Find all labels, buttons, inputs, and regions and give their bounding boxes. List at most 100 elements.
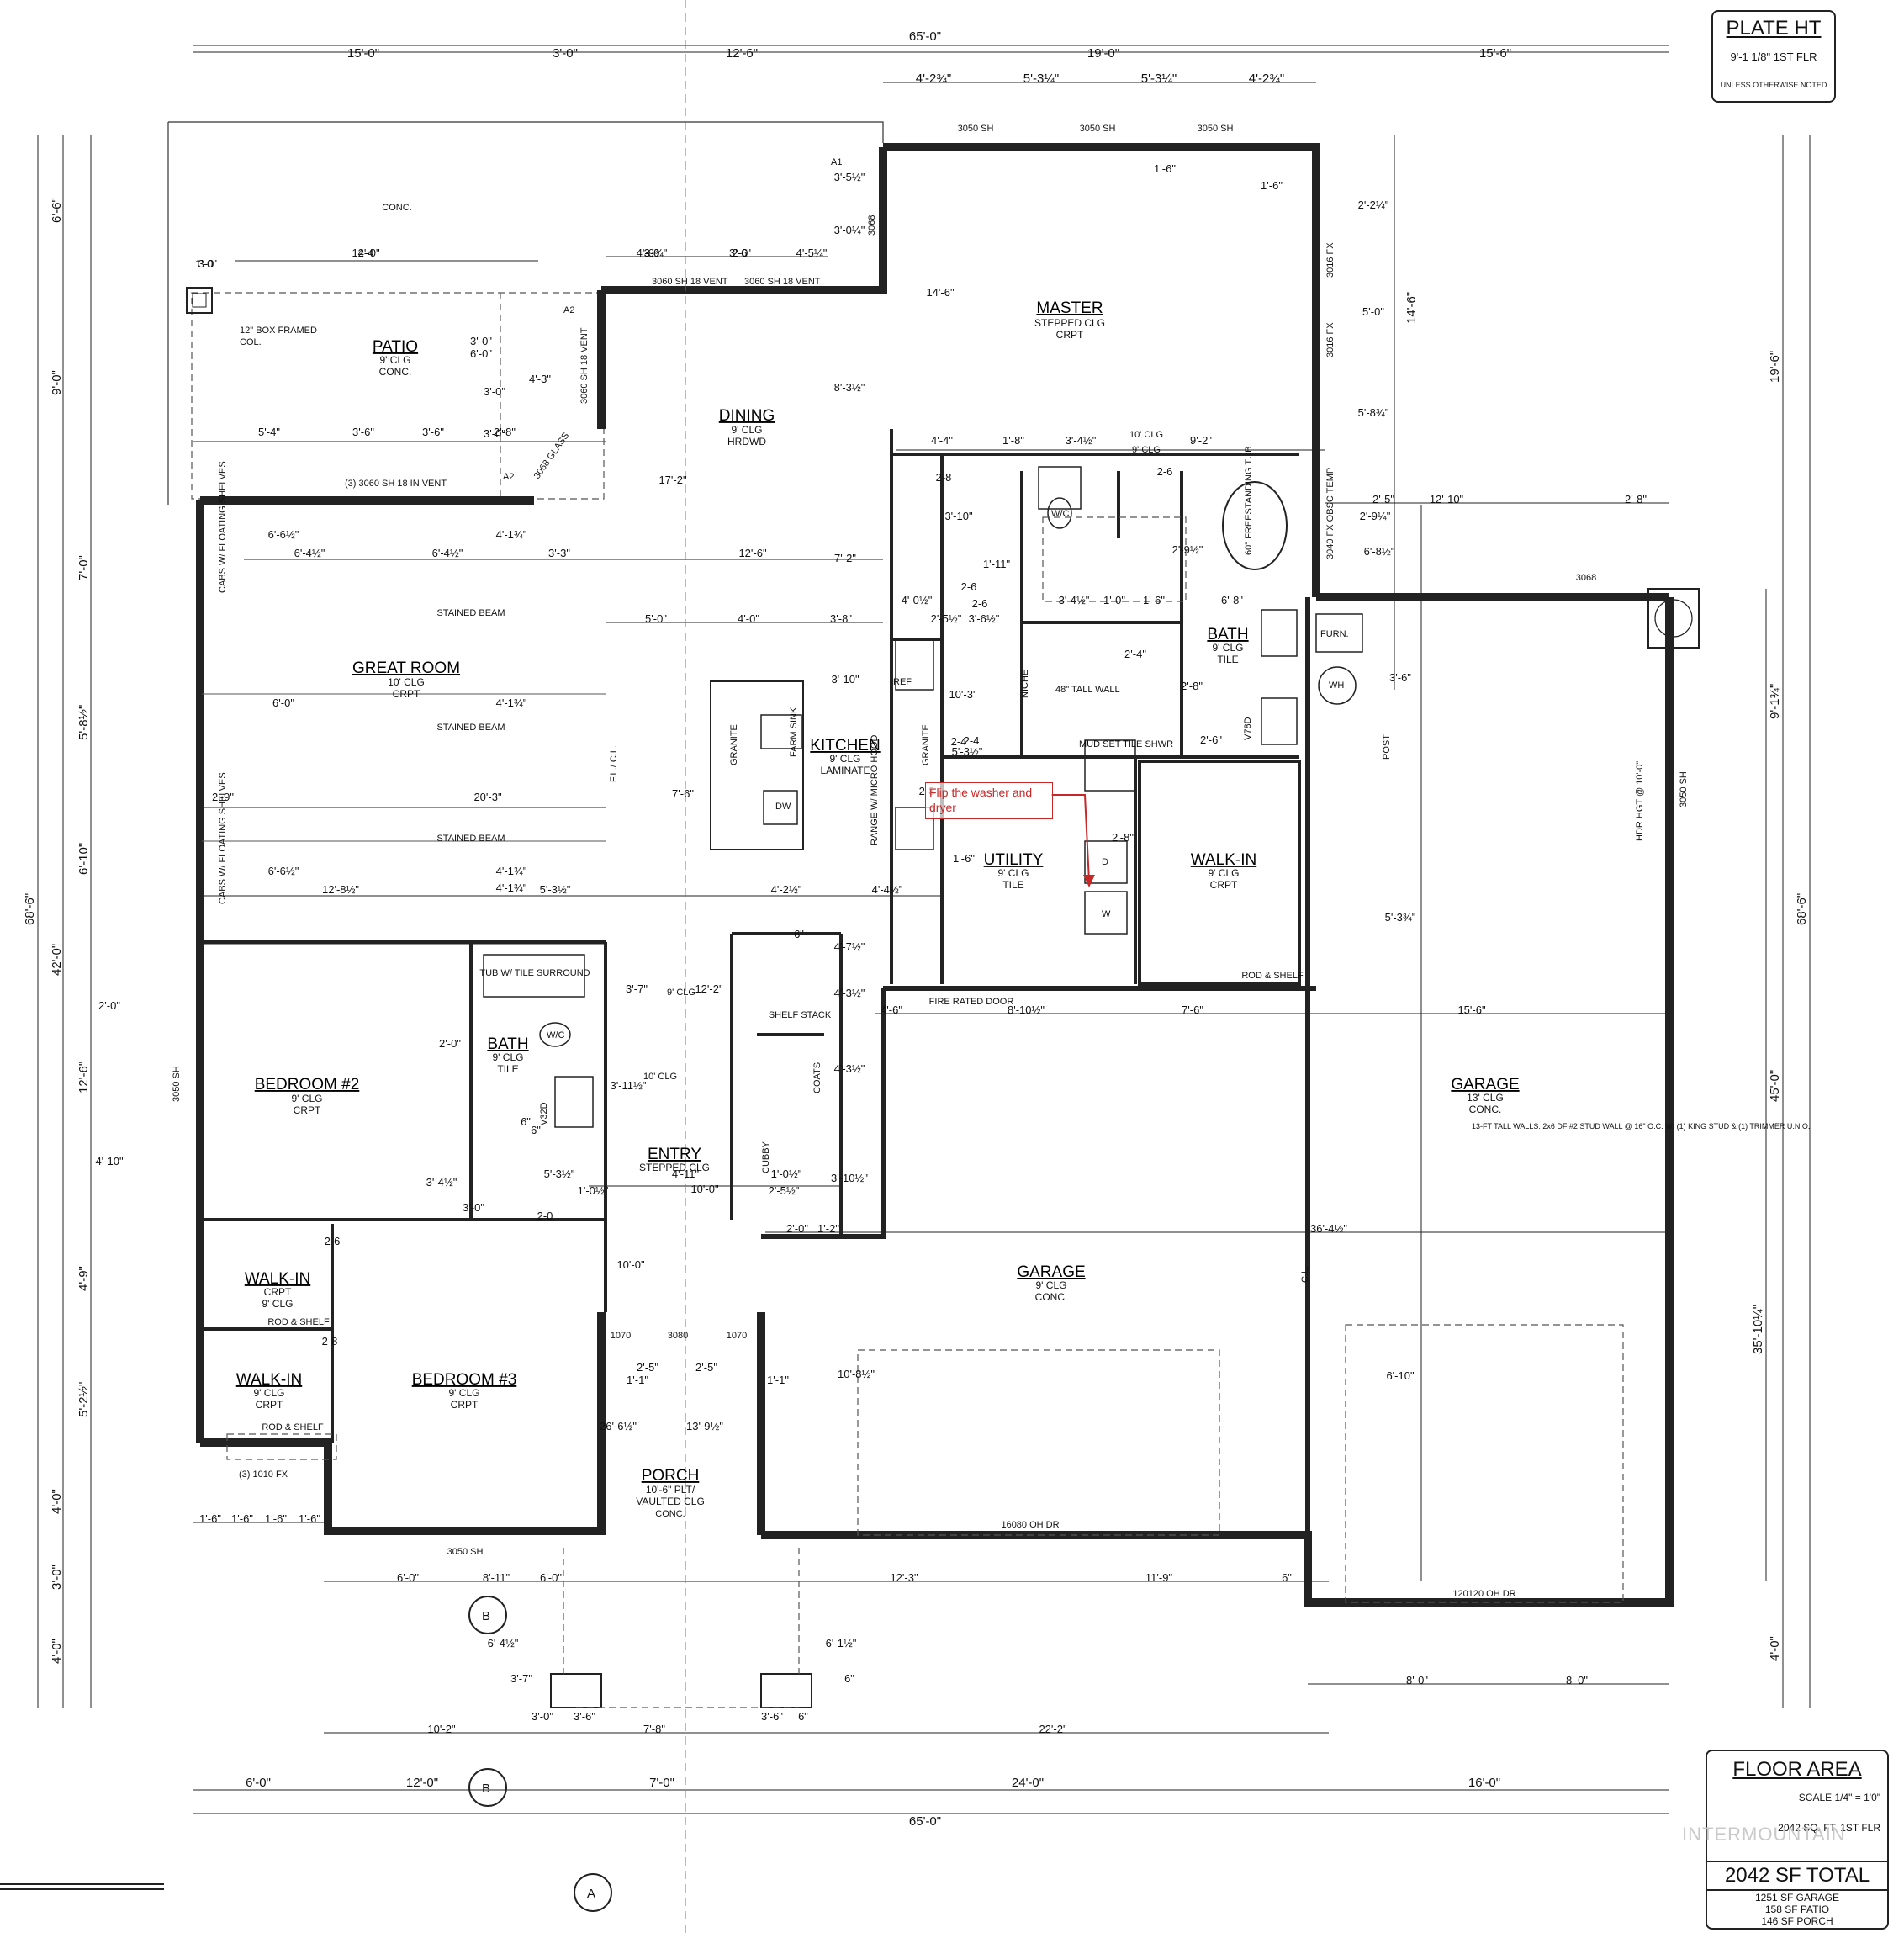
room-sub-bedroom-2-2: CRPT <box>294 1104 321 1116</box>
room-sub-great-room-1: 10' CLG <box>388 676 425 688</box>
dim-bottom-2: 12'-0" <box>406 1776 438 1790</box>
note-niche: NICHE <box>1020 670 1030 698</box>
note-fx-c: (3) 1010 FX <box>239 1469 288 1480</box>
dim-top-6: 4'-2¾" <box>916 71 951 86</box>
note-vent: (3) 3060 SH 18 IN VENT <box>345 479 447 489</box>
note-ten-clg: 10' CLG <box>1129 430 1163 440</box>
dim-inner: 6" <box>794 928 804 940</box>
dim-inner: 2-6 <box>1157 465 1173 478</box>
dim-inner: 11'-9" <box>1145 1571 1173 1584</box>
dim-inner: 1'-6" <box>953 852 975 865</box>
room-sub-kitchen-1: 9' CLG <box>830 753 861 765</box>
dim-inner: 5'-0" <box>645 612 667 625</box>
dim-bottom-3: 7'-0" <box>649 1776 674 1790</box>
note-dryer: D <box>1102 857 1108 867</box>
note-obsc: 3040 FX OBSC TEMP <box>1325 468 1335 559</box>
note-garage-walls: 13-FT TALL WALLS: 2x6 DF #2 STUD WALL @ … <box>1472 1122 1810 1130</box>
note-sec-a2b: A2 <box>503 472 514 482</box>
room-sub-great-room-2: CRPT <box>393 688 420 700</box>
dim-inner: 6'-8" <box>1221 594 1243 606</box>
patio-outline <box>167 121 884 505</box>
floor-area-title: FLOOR AREA <box>1732 1758 1862 1781</box>
room-sub-garage-small-1: 9' CLG <box>1036 1279 1067 1291</box>
dim-inner: 4'-10" <box>95 1155 124 1168</box>
dim-inner: 6'-0" <box>540 1571 562 1584</box>
dim-inner: 3'-6" <box>761 1710 783 1723</box>
dim-top-4: 19'-0" <box>1087 46 1119 61</box>
dim-inner: 6'-8½" <box>1364 545 1395 558</box>
dim-left-9: 4'-0" <box>50 1489 64 1514</box>
dim-left-3: 7'-0" <box>77 555 91 580</box>
dim-inner: 5'-8¾" <box>1358 406 1389 419</box>
plate-height-note: UNLESS OTHERWISE NOTED <box>1720 81 1827 89</box>
room-sub-porch-2: VAULTED CLG <box>636 1496 705 1507</box>
dim-inner: 3'-4½" <box>426 1176 457 1189</box>
dim-left-4: 5'-8½" <box>77 705 91 740</box>
dim-left-8: 5'-2½" <box>77 1382 91 1417</box>
room-sub-bedroom-2-1: 9' CLG <box>292 1093 323 1104</box>
dim-inner: 6'-1½" <box>826 1637 857 1649</box>
note-box-col-2: COL. <box>240 337 262 347</box>
dim-inner: 6'-0" <box>470 347 492 360</box>
room-name-master-walk-in: WALK-IN <box>1191 851 1256 869</box>
section-a-label: A <box>587 1887 595 1901</box>
dim-inner: 4'-1¾" <box>496 528 527 541</box>
dim-inner: 1'-6" <box>299 1512 320 1525</box>
dimension-text: 65'-0" 15'-0" 3'-0" 12'-6" 19'-0" 15'-6"… <box>23 29 1809 1829</box>
section-markers: B B A <box>0 0 686 1935</box>
dim-inner: 1'-1" <box>767 1374 789 1386</box>
dim-inner: 6" <box>798 1710 808 1723</box>
room-sub-dining-1: 9' CLG <box>732 424 763 436</box>
room-name-garage-small: GARAGE <box>1017 1263 1085 1281</box>
dim-bottom-5: 16'-0" <box>1468 1776 1500 1790</box>
dim-inner: 10'-3" <box>949 688 977 701</box>
dim-inner: 6'-0" <box>272 696 294 709</box>
note-shower-b: MUD SET TILE SHWR <box>1079 739 1173 749</box>
dim-inner: 36'-4½" <box>1310 1222 1347 1235</box>
dim-inner: 2'-4" <box>1124 648 1146 660</box>
interior-walls <box>202 429 1301 1443</box>
dim-inner: 13'-9½" <box>686 1420 723 1432</box>
floor-area-box: FLOOR AREA SCALE 1/4" = 1'0" 2042 SQ. FT… <box>1706 1750 1889 1930</box>
floor-area-first-floor: 2042 SQ. FT. 1ST FLR <box>1778 1822 1880 1834</box>
dim-inner: 3'-0" <box>484 385 505 398</box>
dim-inner: 2'-8" <box>494 426 516 438</box>
kitchen-fixtures <box>483 466 1700 1128</box>
note-granite-b: GRANITE <box>921 724 931 765</box>
dim-inner: 1'-8" <box>1002 434 1024 447</box>
room-name-utility: UTILITY <box>984 851 1044 869</box>
dim-inner: 2-6 <box>961 580 977 593</box>
dim-inner: 4'-0½" <box>902 594 933 606</box>
note-post: POST <box>1382 734 1392 760</box>
dim-inner: 6'-0" <box>397 1571 419 1584</box>
dim-inner: 3'-6" <box>352 426 374 438</box>
dim-inner: 2-6 <box>972 597 988 610</box>
floor-area-patio: 158 SF PATIO <box>1764 1904 1830 1915</box>
dim-inner: 2-4 <box>358 246 374 259</box>
dim-inner: 2-8 <box>322 1335 338 1348</box>
dim-inner: 14'-0" <box>352 246 380 259</box>
dim-inner: 6'-6½" <box>268 528 299 541</box>
note-door-3068b: 3068 <box>1576 573 1596 583</box>
markup-comment[interactable]: Flip the washer and dryer <box>925 782 1053 819</box>
note-oh-12: 120120 OH DR <box>1452 1589 1515 1599</box>
dim-left-10: 3'-0" <box>50 1565 64 1590</box>
dim-inner: 2'-0" <box>786 1222 808 1235</box>
dim-inner: 2'-6" <box>1200 733 1222 746</box>
dim-inner: 6'-4½" <box>488 1637 519 1649</box>
note-fire-door: FIRE RATED DOOR <box>929 997 1014 1007</box>
dim-inner: 3'-10" <box>831 673 859 686</box>
note-oh-16: 16080 OH DR <box>1001 1520 1059 1530</box>
floor-area-divider-2 <box>1707 1889 1887 1891</box>
dim-left-42: 42'-0" <box>50 944 64 976</box>
dim-inner: 3'-10½" <box>831 1172 868 1184</box>
note-shower-a: 48" TALL WALL <box>1055 685 1120 695</box>
dim-inner: 2'-9½" <box>1172 543 1203 556</box>
room-sub-porch-1: 10'-6" PLT/ <box>646 1484 695 1496</box>
dim-top-8: 5'-3¼" <box>1141 71 1177 86</box>
dim-left-7: 4'-9" <box>77 1266 91 1291</box>
note-nine-clg: 9' CLG <box>1132 445 1161 455</box>
dim-inner: 3'-7" <box>510 1672 532 1685</box>
dim-inner: 2-8 <box>936 471 952 484</box>
